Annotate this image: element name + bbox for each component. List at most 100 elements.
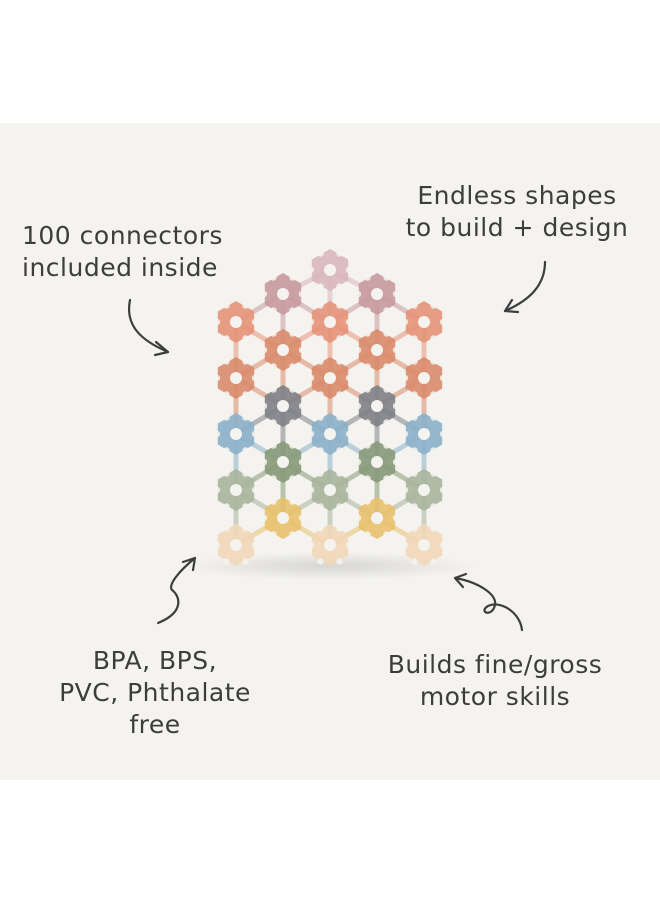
hex-notch [364,442,371,449]
curved-arrow-icon [453,572,468,589]
hex-connector-piece [307,249,353,291]
hex-notch [439,318,447,326]
hex-notch [307,374,315,382]
hex-notch [242,391,249,398]
hex-hole [418,539,430,551]
hex-connector-piece [260,385,306,427]
hex-notch [392,402,400,410]
hex-notch [242,335,249,342]
hex-notch [354,402,362,410]
curved-arrow-icon [127,298,170,354]
callout-line: free [129,710,181,739]
hex-notch [364,330,371,337]
hex-notch [242,525,249,532]
hex-notch [242,503,249,510]
hex-notch [345,266,353,274]
hex-connector-piece [401,469,447,511]
hex-notch [242,358,249,365]
hex-hole [371,344,383,356]
hex-notch [401,486,409,494]
hex-connector-piece [260,273,306,315]
hex-notch [411,358,418,365]
hex-notch [336,283,343,290]
hex-notch [354,346,362,354]
hex-notch [317,358,324,365]
hex-notch [213,430,221,438]
hex-notch [260,346,268,354]
curved-arrow-icon [503,298,520,314]
callout-line: PVC, Phthalate [59,678,251,707]
hex-notch [401,318,409,326]
hex-hole [277,400,289,412]
hex-notch [411,335,418,342]
hex-notch [439,486,447,494]
hex-notch [383,419,390,426]
hex-notch [364,419,371,426]
callout-line: BPA, BPS, [92,646,218,675]
hex-notch [223,391,230,398]
hex-notch [270,475,277,482]
hex-notch [260,290,268,298]
callout-line: motor skills [419,682,571,711]
hex-notch [317,447,324,454]
hex-notch [439,541,447,549]
hex-notch [317,470,324,477]
curved-arrow-icon [453,576,524,632]
hex-notch [289,363,296,370]
hex-notch [289,330,296,337]
hex-notch [401,541,409,549]
hex-notch [298,514,306,522]
hex-notch [439,374,447,382]
hex-hole [371,288,383,300]
hex-notch [411,525,418,532]
callout-shapes: Endless shapes to build + design [392,180,642,244]
hex-notch [336,391,343,398]
hex-connector-piece [401,301,447,343]
hex-notch [317,250,324,257]
hex-notch [223,470,230,477]
hex-hole [324,372,336,384]
connector-pieces [213,249,447,566]
hex-connector-piece [213,413,259,455]
hex-hole [371,400,383,412]
hex-notch [317,391,324,398]
hex-notch [317,503,324,510]
hex-notch [213,374,221,382]
hex-notch [392,290,400,298]
hex-hole [371,512,383,524]
hex-notch [251,318,259,326]
hex-connector-piece [260,329,306,371]
hex-hole [277,288,289,300]
hex-notch [364,386,371,393]
hex-hole [418,372,430,384]
hex-hole [277,456,289,468]
hex-notch [223,503,230,510]
hex-notch [242,470,249,477]
hex-notch [317,558,324,565]
hex-connector-piece [401,413,447,455]
hex-notch [307,541,315,549]
hex-hole [230,428,242,440]
hex-notch [364,531,371,538]
hex-notch [364,274,371,281]
hex-notch [223,302,230,309]
hex-notch [411,391,418,398]
hex-notch [345,374,353,382]
hex-notch [270,330,277,337]
hex-notch [383,330,390,337]
hex-notch [430,414,437,421]
hex-connector-piece [354,497,400,539]
hex-hole [230,316,242,328]
callout-line: to build + design [405,213,629,242]
hex-notch [270,442,277,449]
hex-notch [317,335,324,342]
hex-hole [230,372,242,384]
hex-hole [324,484,336,496]
hex-notch [383,442,390,449]
hex-connector-piece [401,357,447,399]
hex-notch [213,541,221,549]
hex-hole [277,344,289,356]
hex-notch [307,266,315,274]
hex-hole [371,456,383,468]
hex-notch [411,447,418,454]
